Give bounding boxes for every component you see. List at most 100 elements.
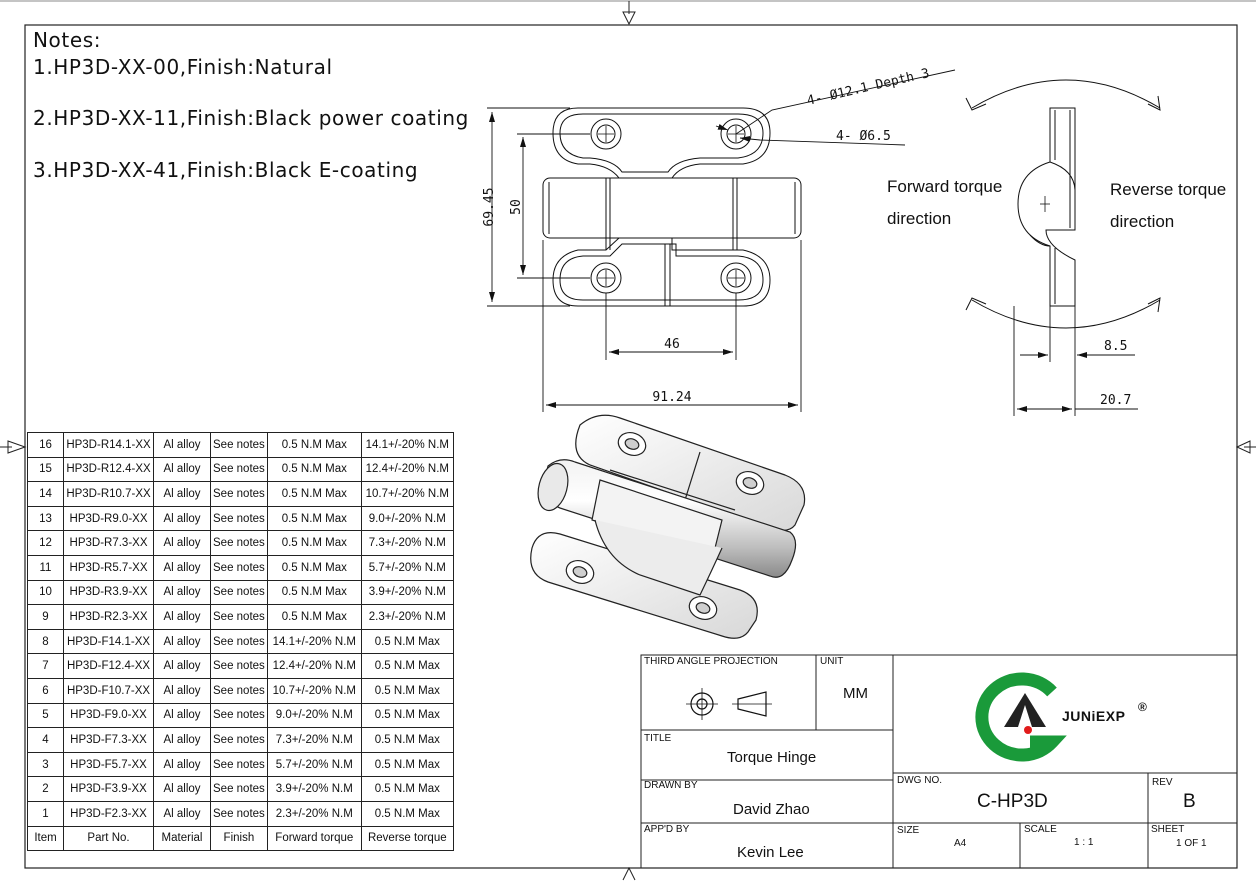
bom-cell-item: 3 [27,751,64,778]
bom-cell-reverse-torque: 7.3+/-20% N.M [360,530,454,556]
notes-heading: Notes: [33,28,102,52]
bom-cell-material: Al alloy [153,505,211,532]
bom-header-part: Part No. [63,825,154,852]
dwg-label: DWG NO. [897,775,942,786]
front-view-dimensions [487,69,956,412]
bom-cell-forward-torque: 3.9+/-20% N.M [266,776,362,802]
dim-side-outer: 20.7 [1100,393,1131,408]
bom-cell-reverse-torque: 0.5 N.M Max [360,800,454,827]
bom-header-item: Item [27,825,64,852]
bom-cell-material: Al alloy [153,702,211,729]
bom-cell-part-no: HP3D-R7.3-XX [63,530,154,556]
bom-cell-material: Al alloy [153,432,211,458]
bom-cell-item: 6 [27,677,64,704]
dim-through-hole: 4- Ø6.5 [836,129,891,144]
dim-hole-spacing: 46 [664,337,680,352]
bom-cell-part-no: HP3D-R12.4-XX [63,456,154,483]
junixp-logo [975,672,1067,762]
bom-cell-item: 2 [27,776,64,802]
scale-value: 1 : 1 [1074,837,1094,848]
front-view [542,107,802,307]
bom-cell-item: 12 [27,530,64,556]
scale-label: SCALE [1024,824,1057,835]
bom-cell-material: Al alloy [153,554,211,581]
bom-cell-part-no: HP3D-F2.3-XX [63,800,154,827]
projection-symbol-icon [686,688,772,720]
bom-header-row: Item Part No. Material Finish Forward to… [27,825,454,852]
bom-cell-part-no: HP3D-F3.9-XX [63,776,154,802]
drawn-label: DRAWN BY [644,780,698,791]
side-view-dimensions [1013,306,1138,416]
bom-cell-finish: See notes [210,727,268,753]
projection-label: THIRD ANGLE PROJECTION [644,656,778,667]
bom-cell-finish: See notes [210,456,268,483]
bom-cell-reverse-torque: 10.7+/-20% N.M [360,481,454,507]
bom-cell-finish: See notes [210,554,268,581]
bom-header-reverse: Reverse torque [360,825,454,852]
bom-cell-part-no: HP3D-R3.9-XX [63,579,154,606]
bom-cell-material: Al alloy [153,604,211,630]
bom-cell-reverse-torque: 14.1+/-20% N.M [360,432,454,458]
bom-cell-item: 16 [27,432,64,458]
bom-cell-part-no: HP3D-R14.1-XX [63,432,154,458]
bom-cell-material: Al alloy [153,677,211,704]
bom-cell-material: Al alloy [153,653,211,679]
bom-cell-item: 5 [27,702,64,729]
bom-cell-reverse-torque: 0.5 N.M Max [360,751,454,778]
forward-torque-label-2: direction [887,209,951,228]
bom-cell-item: 4 [27,727,64,753]
bom-cell-forward-torque: 7.3+/-20% N.M [266,727,362,753]
bom-cell-forward-torque: 0.5 N.M Max [266,579,362,606]
bom-cell-item: 9 [27,604,64,630]
unit-value: MM [843,685,868,702]
bom-cell-finish: See notes [210,579,268,606]
bom-header-material: Material [153,825,211,852]
bom-cell-material: Al alloy [153,727,211,753]
bom-cell-forward-torque: 0.5 N.M Max [266,456,362,483]
bom-cell-forward-torque: 0.5 N.M Max [266,481,362,507]
note-3: 3.HP3D-XX-41,Finish:Black E-coating [33,158,419,182]
sheet-label: SHEET [1151,824,1185,835]
bom-cell-finish: See notes [210,432,268,458]
bom-cell-reverse-torque: 0.5 N.M Max [360,677,454,704]
bom-cell-reverse-torque: 5.7+/-20% N.M [360,554,454,581]
bom-cell-part-no: HP3D-F10.7-XX [63,677,154,704]
bom-cell-forward-torque: 5.7+/-20% N.M [266,751,362,778]
title-label: TITLE [644,733,672,744]
bom-cell-part-no: HP3D-R5.7-XX [63,554,154,581]
bom-cell-forward-torque: 0.5 N.M Max [266,432,362,458]
bom-cell-forward-torque: 14.1+/-20% N.M [266,628,362,655]
bom-cell-material: Al alloy [153,530,211,556]
isometric-view [530,414,806,639]
bom-cell-reverse-torque: 0.5 N.M Max [360,653,454,679]
bom-cell-finish: See notes [210,530,268,556]
bom-cell-part-no: HP3D-R10.7-XX [63,481,154,507]
bom-cell-item: 8 [27,628,64,655]
bom-cell-reverse-torque: 0.5 N.M Max [360,727,454,753]
bom-cell-finish: See notes [210,751,268,778]
bom-cell-part-no: HP3D-F9.0-XX [63,702,154,729]
bom-cell-finish: See notes [210,604,268,630]
bom-cell-forward-torque: 0.5 N.M Max [266,530,362,556]
appd-value: Kevin Lee [737,844,804,861]
bom-cell-reverse-torque: 0.5 N.M Max [360,702,454,729]
note-1: 1.HP3D-XX-00,Finish:Natural [33,55,333,79]
bom-cell-part-no: HP3D-R2.3-XX [63,604,154,630]
logo-text: JUNiEXP [1062,708,1126,724]
bom-cell-reverse-torque: 0.5 N.M Max [360,776,454,802]
title-block-frame [640,654,1238,869]
bom-cell-reverse-torque: 2.3+/-20% N.M [360,604,454,630]
bom-cell-item: 11 [27,554,64,581]
